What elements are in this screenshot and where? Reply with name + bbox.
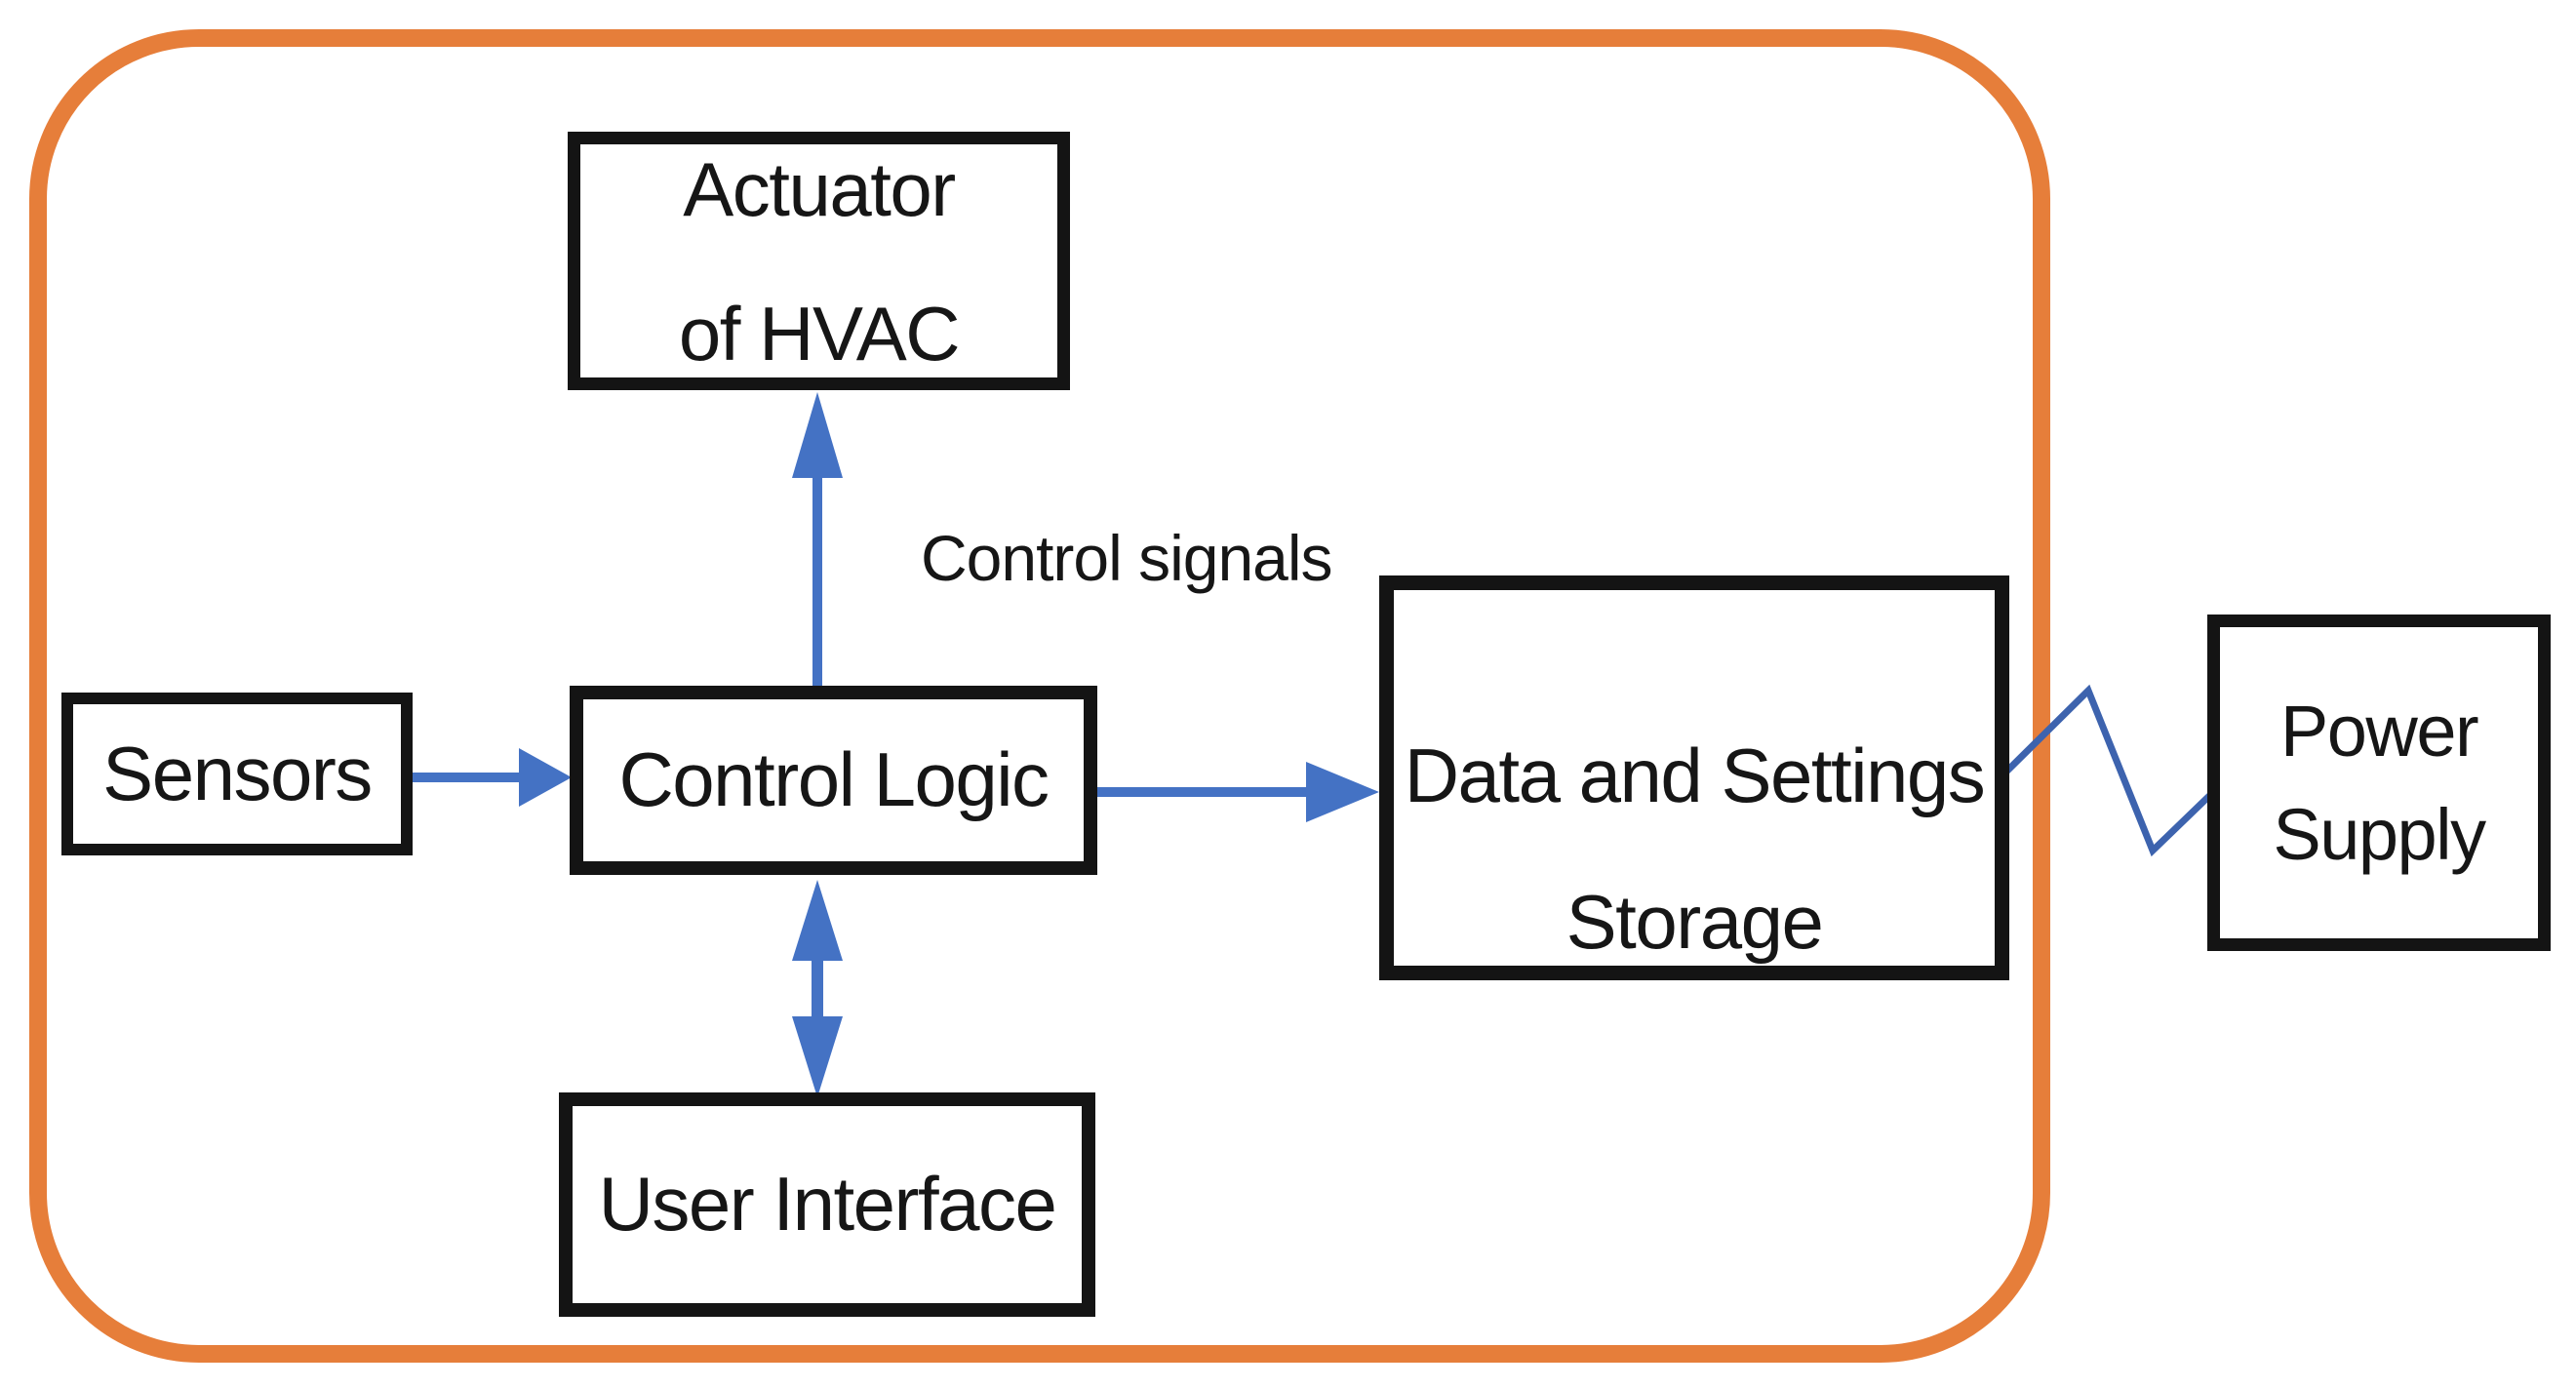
node-label: Actuator of HVAC [678, 117, 961, 406]
node-label-line: Actuator [683, 145, 956, 232]
node-label: Control Logic [618, 736, 1050, 823]
node-label: Data and Settings Storage [1404, 702, 1986, 995]
node-power-supply: Power Supply [2207, 615, 2551, 951]
node-actuator-of-hvac: Actuator of HVAC [568, 132, 1070, 390]
node-label: Sensors [102, 730, 373, 816]
arrow-control-logic-to-storage [1097, 762, 1379, 822]
connector-storage-to-power-zigzag [1998, 684, 2213, 857]
node-label-line: Power [2279, 690, 2479, 772]
node-data-settings-storage: Data and Settings Storage [1379, 575, 2009, 980]
node-label: Power Supply [2273, 680, 2486, 887]
system-boundary-frame [29, 29, 2050, 1363]
arrow-control-logic-user-interface [792, 880, 843, 1097]
node-label: User Interface [598, 1161, 1057, 1248]
arrow-sensors-to-control-logic [413, 748, 572, 807]
node-control-logic: Control Logic [570, 686, 1097, 875]
arrow-control-logic-to-actuator [792, 392, 843, 687]
node-label-line: Data and Settings [1404, 732, 1986, 818]
node-label-line: Supply [2273, 793, 2486, 875]
node-label-line: of HVAC [678, 290, 961, 377]
node-sensors: Sensors [61, 693, 413, 855]
node-label-line: Storage [1565, 878, 1824, 965]
edge-label-control-signals: Control signals [921, 522, 1333, 594]
node-user-interface: User Interface [559, 1092, 1095, 1317]
